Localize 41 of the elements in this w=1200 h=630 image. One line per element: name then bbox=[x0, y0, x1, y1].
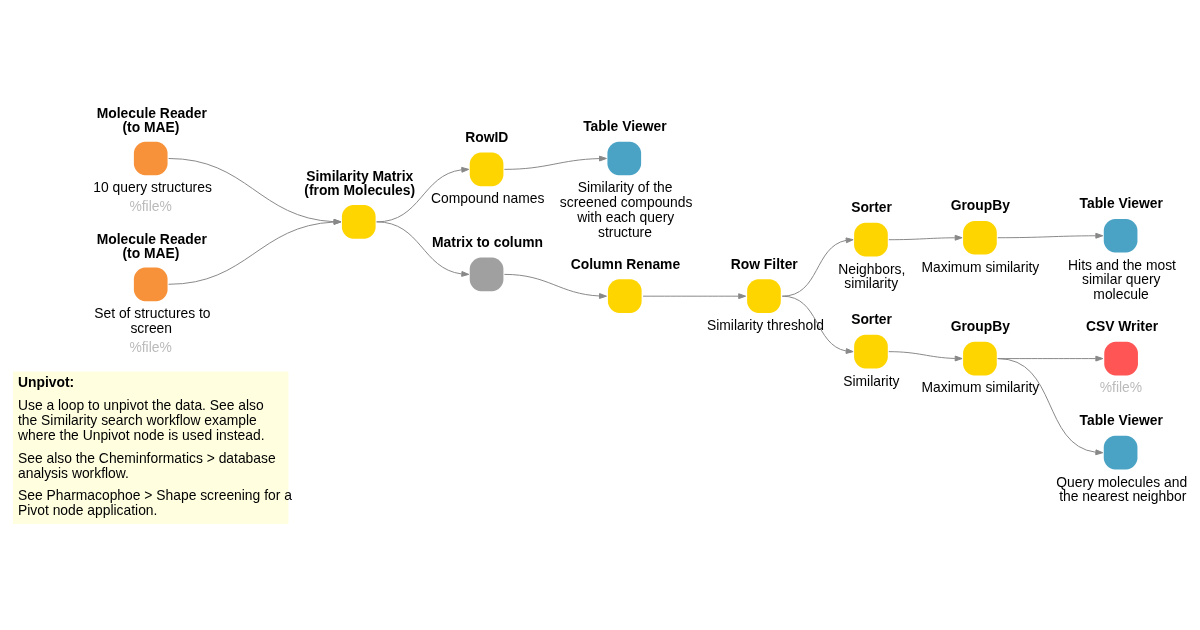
node-label: Neighbors, similarity bbox=[838, 260, 906, 292]
node-label: Column Rename bbox=[570, 255, 681, 272]
arrow bbox=[168, 219, 342, 285]
node-label: Row Filter bbox=[730, 255, 798, 272]
node-label: Set of structures to screen bbox=[94, 305, 211, 337]
node-label: RowID bbox=[465, 128, 509, 145]
node-label: Maximum similarity bbox=[921, 379, 1040, 396]
arrow bbox=[997, 232, 1104, 239]
arrow bbox=[503, 155, 607, 170]
node-label: Query molecules and the nearest neighbor bbox=[1056, 473, 1188, 505]
node-label: Hits and the most similar query molecule bbox=[1068, 256, 1176, 303]
arrow bbox=[997, 358, 1104, 456]
node-label: Table Viewer bbox=[1079, 412, 1163, 429]
arrow bbox=[888, 351, 963, 362]
node-label: Similarity of the screened compounds with each query structure bbox=[559, 179, 693, 240]
node-label: GroupBy bbox=[950, 197, 1010, 214]
node-label: Molecule Reader (to MAE) bbox=[96, 230, 207, 261]
node-label: Maximum similarity bbox=[921, 258, 1040, 275]
node-label: Similarity bbox=[843, 372, 900, 389]
arrow bbox=[503, 273, 607, 299]
arrow bbox=[168, 157, 342, 225]
node-label: %file% bbox=[129, 198, 172, 215]
node-label: Compound names bbox=[431, 190, 545, 207]
node-label: %file% bbox=[129, 338, 172, 355]
node-label: %file% bbox=[1099, 379, 1143, 396]
arrow bbox=[888, 234, 963, 241]
node-label: GroupBy bbox=[950, 318, 1010, 335]
arrow bbox=[376, 221, 470, 277]
node-label: 10 query structures bbox=[93, 179, 212, 196]
arrow bbox=[781, 237, 854, 297]
node-label: Sorter bbox=[851, 199, 892, 216]
node-label: Table Viewer bbox=[1079, 195, 1163, 212]
node-label: Table Viewer bbox=[583, 117, 667, 134]
node-label: Matrix to column bbox=[432, 233, 543, 250]
arrow bbox=[642, 293, 747, 300]
node-label: Sorter bbox=[851, 311, 892, 328]
node-label: Similarity Matrix (from Molecules) bbox=[304, 168, 416, 199]
node-label: Molecule Reader (to MAE) bbox=[96, 105, 207, 135]
node-label: CSV Writer bbox=[1085, 318, 1159, 335]
node-label: Similarity threshold bbox=[707, 317, 825, 334]
arrow bbox=[781, 295, 854, 354]
